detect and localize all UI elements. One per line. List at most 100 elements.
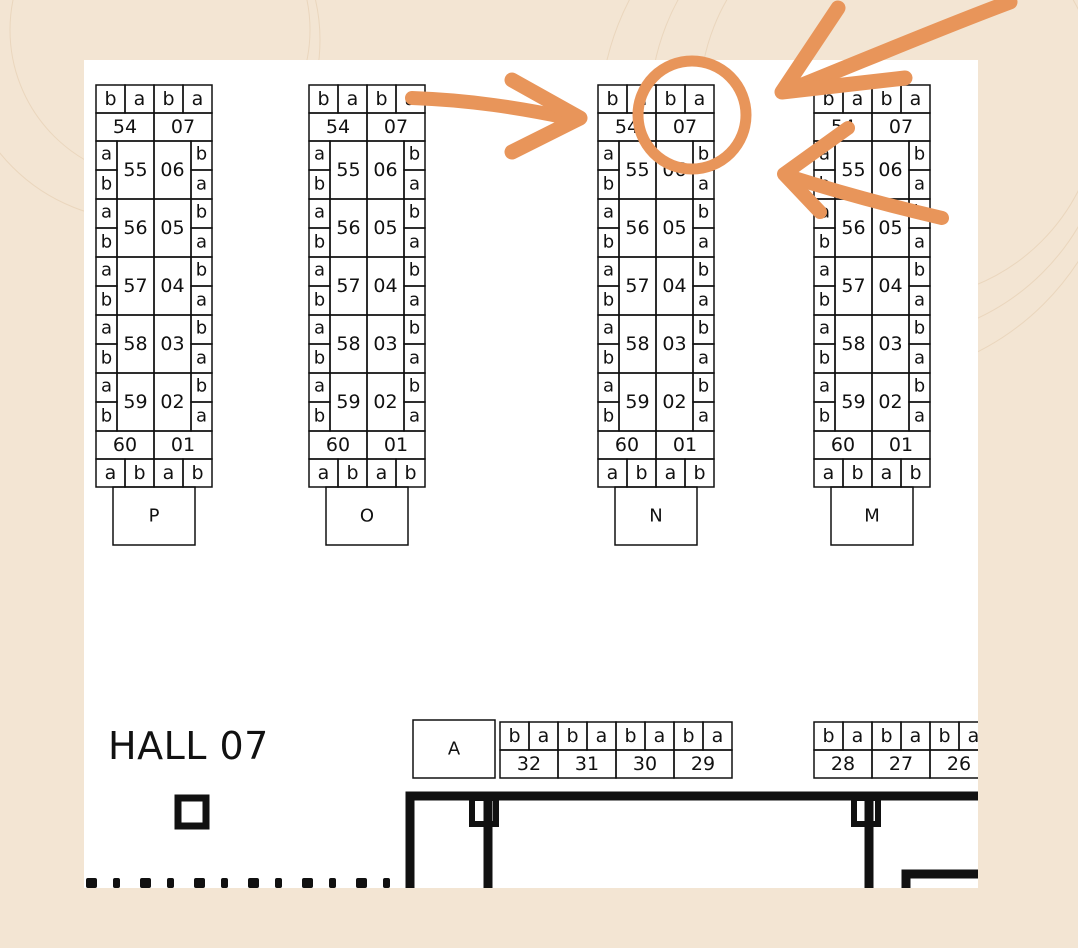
boundary-dot bbox=[356, 878, 367, 888]
stand-letter: a bbox=[819, 202, 830, 223]
stand-letter: a bbox=[596, 725, 608, 747]
stand-number: 60 bbox=[326, 434, 350, 456]
boundary-dots bbox=[86, 878, 390, 888]
stand-letter: a bbox=[101, 144, 112, 165]
stand-number: 29 bbox=[691, 753, 715, 775]
stand-number: 03 bbox=[662, 333, 686, 355]
boundary-dot bbox=[302, 878, 313, 888]
stand-letter: b bbox=[104, 88, 116, 110]
stand-letter: a bbox=[163, 462, 175, 484]
stand-letter: a bbox=[607, 462, 619, 484]
stand-number: 59 bbox=[841, 391, 865, 413]
stand-number: 02 bbox=[878, 391, 902, 413]
stand-letter: b bbox=[346, 462, 358, 484]
stand-letter: a bbox=[196, 290, 207, 311]
stand-letter: b bbox=[819, 290, 830, 311]
wall-pillar bbox=[469, 795, 499, 827]
section-a-box bbox=[412, 719, 496, 779]
hall-title: HALL 07 bbox=[108, 724, 269, 768]
stand-number: 02 bbox=[160, 391, 184, 413]
stand-letter: b bbox=[698, 144, 709, 165]
stand-letter: b bbox=[409, 144, 420, 165]
stand-letter: b bbox=[196, 202, 207, 223]
stand-letter: a bbox=[314, 260, 325, 281]
stand-letter: b bbox=[314, 348, 325, 369]
boundary-dot bbox=[194, 878, 205, 888]
stand-letter: b bbox=[101, 406, 112, 427]
stand-letter: b bbox=[314, 174, 325, 195]
stand-letter: b bbox=[819, 406, 830, 427]
stand-letter: b bbox=[819, 174, 830, 195]
stand-letter: a bbox=[603, 202, 614, 223]
stand-number: 57 bbox=[123, 275, 147, 297]
block-label: N bbox=[649, 506, 662, 527]
stand-letter: b bbox=[314, 406, 325, 427]
stand-number: 60 bbox=[615, 434, 639, 456]
stand-letter: b bbox=[404, 462, 416, 484]
stand-letter: a bbox=[698, 232, 709, 253]
stand-letter: a bbox=[409, 174, 420, 195]
stand-letter: a bbox=[603, 376, 614, 397]
stand-letter: b bbox=[409, 260, 420, 281]
stand-letter: b bbox=[603, 406, 614, 427]
stand-cell bbox=[929, 749, 978, 779]
wall-structure bbox=[405, 791, 978, 888]
stand-letter: b bbox=[624, 725, 636, 747]
stand-number: 54 bbox=[615, 116, 639, 138]
stand-letter: b bbox=[635, 462, 647, 484]
stand-number: 58 bbox=[123, 333, 147, 355]
block-label: O bbox=[360, 506, 374, 527]
stand-letter: a bbox=[819, 144, 830, 165]
stand-letter: a bbox=[105, 462, 117, 484]
stand-letter: b bbox=[317, 88, 329, 110]
boundary-dot bbox=[113, 878, 120, 888]
stand-letter: a bbox=[823, 462, 835, 484]
stand-number: 56 bbox=[336, 217, 360, 239]
boundary-dot bbox=[167, 878, 174, 888]
stand-letter: b bbox=[508, 725, 520, 747]
stand-letter: a bbox=[698, 406, 709, 427]
stand-number: 57 bbox=[336, 275, 360, 297]
stand-letter: a bbox=[914, 290, 925, 311]
stand-letter: a bbox=[910, 725, 922, 747]
block-label-box bbox=[830, 486, 914, 546]
stand-letter: a bbox=[698, 290, 709, 311]
stand-letter: b bbox=[938, 725, 950, 747]
stand-number: 27 bbox=[889, 753, 913, 775]
stand-letter: a bbox=[134, 88, 146, 110]
stand-letter: b bbox=[191, 462, 203, 484]
block-label-box bbox=[614, 486, 698, 546]
stand-letter: a bbox=[819, 318, 830, 339]
stand-number: 07 bbox=[889, 116, 913, 138]
stand-letter: b bbox=[196, 376, 207, 397]
stand-number: 02 bbox=[662, 391, 686, 413]
stand-letter: b bbox=[101, 290, 112, 311]
stand-number: 26 bbox=[947, 753, 971, 775]
stand-letter: a bbox=[712, 725, 724, 747]
stand-number: 07 bbox=[171, 116, 195, 138]
stand-number: 05 bbox=[160, 217, 184, 239]
stand-number: 59 bbox=[625, 391, 649, 413]
stand-number: 04 bbox=[373, 275, 397, 297]
stand-letter: a bbox=[196, 232, 207, 253]
stand-letter: a bbox=[347, 88, 359, 110]
stand-letter: b bbox=[822, 725, 834, 747]
stand-letter: b bbox=[822, 88, 834, 110]
stand-letter: b bbox=[819, 348, 830, 369]
stand-letter: b bbox=[603, 290, 614, 311]
stand-letter: b bbox=[603, 348, 614, 369]
stand-letter: b bbox=[698, 318, 709, 339]
stand-letter: b bbox=[819, 232, 830, 253]
boundary-dot bbox=[248, 878, 259, 888]
stand-letter: b bbox=[196, 144, 207, 165]
stand-number: 05 bbox=[878, 217, 902, 239]
stand-number: 60 bbox=[831, 434, 855, 456]
stand-letter: b bbox=[909, 462, 921, 484]
stand-number: 01 bbox=[384, 434, 408, 456]
stand-number: 55 bbox=[841, 159, 865, 181]
stand-letter: b bbox=[101, 232, 112, 253]
stand-number: 59 bbox=[123, 391, 147, 413]
